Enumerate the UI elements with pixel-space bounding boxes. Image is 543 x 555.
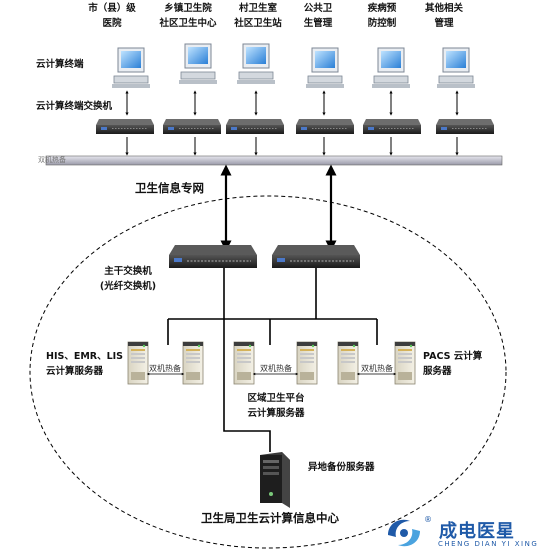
info-center-boundary xyxy=(29,195,507,549)
server-group-center xyxy=(233,341,318,385)
backbone-links xyxy=(220,164,337,252)
switch-icon xyxy=(225,118,285,135)
bus-label: 双机热备 xyxy=(38,156,66,164)
server-icon xyxy=(296,341,318,385)
switch-icon xyxy=(95,118,155,135)
computer-icon xyxy=(178,43,218,85)
core-switch-icon xyxy=(168,244,258,269)
top-node-label: 其他相关管理 xyxy=(424,3,463,29)
network-bus xyxy=(45,155,503,166)
core-switch-icon xyxy=(271,244,361,269)
right-servers-label: PACS 云计算服务器 xyxy=(423,351,483,377)
server-group-right xyxy=(337,341,416,385)
top-node-label: 疾病预防控制 xyxy=(367,3,397,29)
switch-icon xyxy=(295,118,355,135)
computer-icon xyxy=(371,47,411,89)
switch-row-label: 云计算终端交换机 xyxy=(36,101,113,112)
server-icon xyxy=(127,341,149,385)
top-node-label: 公共卫生管理 xyxy=(303,3,333,29)
logo-text-en: CHENG DIAN YI XING xyxy=(438,540,539,548)
server-links xyxy=(167,268,378,452)
network-label: 卫生信息专网 xyxy=(135,181,204,195)
computer-icon xyxy=(236,43,276,85)
access-switch-row xyxy=(95,118,495,135)
top-node-label: 乡镇卫生院社区卫生中心 xyxy=(159,3,217,29)
core-switch-label: 主干交换机(光纤交换机) xyxy=(99,266,157,292)
computer-icon xyxy=(111,47,151,89)
server-group-left xyxy=(127,341,204,385)
switch-icon xyxy=(362,118,422,135)
hot-standby-label: 双机热备 xyxy=(149,364,181,373)
terminal-switch-links xyxy=(125,90,459,116)
registered-mark: ® xyxy=(424,515,432,524)
switch-bus-links xyxy=(125,137,459,156)
logo-icon xyxy=(388,519,420,547)
server-icon xyxy=(233,341,255,385)
terminal-row-label: 云计算终端 xyxy=(36,59,84,70)
switch-icon xyxy=(435,118,495,135)
brand-logo: ® 成电医星 CHENG DIAN YI XING xyxy=(382,513,542,553)
logo-text-cn: 成电医星 xyxy=(439,521,515,542)
server-icon xyxy=(182,341,204,385)
backup-server-label: 异地备份服务器 xyxy=(308,462,375,473)
switch-icon xyxy=(162,118,222,135)
terminal-row xyxy=(111,43,476,89)
computer-icon xyxy=(305,47,345,89)
hot-standby-label: 双机热备 xyxy=(361,364,393,373)
hot-standby-label: 双机热备 xyxy=(260,364,292,373)
computer-icon xyxy=(436,47,476,89)
top-node-label: 市（县）级医院 xyxy=(88,3,136,29)
center-label: 卫生局卫生云计算信息中心 xyxy=(201,511,339,525)
server-icon xyxy=(337,341,359,385)
backup-server-icon xyxy=(260,452,290,508)
regional-platform-label: 区域卫生平台云计算服务器 xyxy=(247,393,305,419)
server-icon xyxy=(394,341,416,385)
top-node-label: 村卫生室社区卫生站 xyxy=(234,3,282,29)
